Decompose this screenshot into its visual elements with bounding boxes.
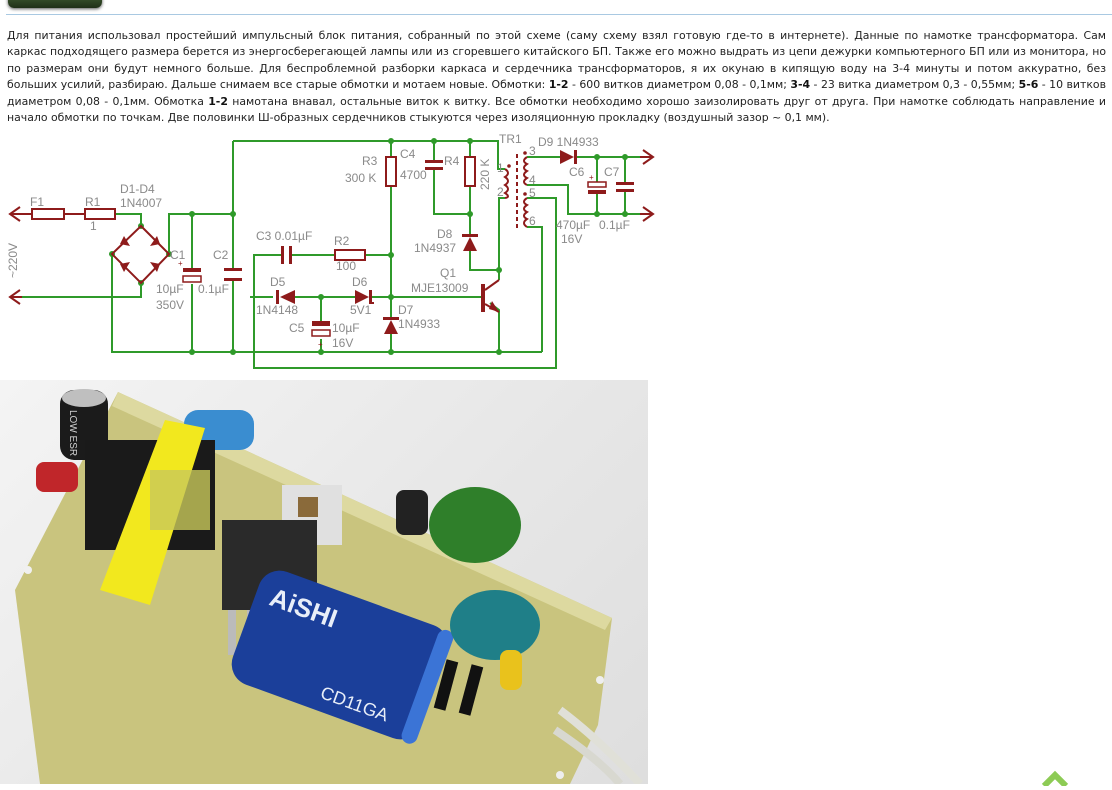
- main-electrolytic-capacitor: AiSHI CD11GA: [231, 570, 454, 744]
- resistor-r4: [464, 156, 476, 187]
- text-run: Для питания использовал простейший импул…: [7, 29, 1106, 92]
- winding-number: 1-2: [208, 94, 228, 108]
- label-c5: C5: [289, 321, 305, 335]
- label-q1-value: MJE13009: [411, 281, 469, 295]
- label-r2: R2: [334, 234, 350, 248]
- label-c4-value: 4700: [400, 168, 427, 182]
- divider: [6, 14, 1112, 15]
- label-c1: C1: [170, 248, 186, 262]
- label-c2-value: 0.1µF: [198, 282, 229, 296]
- label-pin1: 1: [497, 161, 504, 175]
- label-c5-voltage: 16V: [332, 336, 353, 350]
- label-d8-value: 1N4937: [414, 241, 456, 255]
- svg-text:+: +: [318, 340, 323, 349]
- label-c2: C2: [213, 248, 229, 262]
- label-d6-value: 5V1: [350, 303, 372, 317]
- diode-d5: [276, 290, 295, 304]
- resistor-r1: [84, 208, 116, 220]
- red-capacitor: [36, 462, 78, 492]
- label-r2-value: 100: [336, 259, 356, 273]
- transformer-tr1: [503, 151, 529, 228]
- schematic-labels: F1 R1 1 D1-D4 1N4007 ~220V C1 10µF 350V …: [6, 132, 630, 350]
- capacitor-c3: [281, 246, 292, 264]
- label-d5: D5: [270, 275, 286, 289]
- transistor-q1: [481, 279, 500, 313]
- svg-text:+: +: [589, 173, 594, 182]
- circuit-schematic: + + + F1 R1 1 D1-D4 1N4007 ~220V C1 10µF…: [6, 132, 655, 369]
- diode-d9: [560, 150, 577, 164]
- article-paragraph: Для питания использовал простейший импул…: [7, 28, 1106, 126]
- capacitor-c1: +: [178, 259, 202, 283]
- fuse-f1: [31, 208, 65, 220]
- winding-number: 1-2: [548, 78, 569, 92]
- label-tr1: TR1: [499, 132, 522, 146]
- diode-bridge: [110, 224, 171, 285]
- label-d5-value: 1N4148: [256, 303, 298, 317]
- junction-dots: [109, 138, 628, 355]
- label-c4: C4: [400, 147, 416, 161]
- text-run: - 600 витков диаметром 0,08 - 0,1мм;: [568, 78, 791, 92]
- header-button[interactable]: [8, 0, 102, 8]
- text-run: - 10 витков диаметром 0,08 - 0,1мм. Обмо…: [7, 78, 1106, 108]
- label-c5-value: 10µF: [332, 321, 360, 335]
- capacitor-c6: +: [587, 173, 607, 194]
- chevron-up-icon: [1041, 770, 1069, 789]
- label-pin2: 2: [497, 185, 504, 199]
- label-d6: D6: [352, 275, 368, 289]
- label-r4-value: 220 K: [478, 159, 492, 190]
- text-run: намотана внавал, остальные виток к витку…: [7, 94, 1106, 125]
- label-r3-value: 300 K: [345, 171, 376, 185]
- label-d1d4-value: 1N4007: [120, 196, 162, 210]
- terminal-arrows: [8, 149, 655, 305]
- winding-number: 3-4: [790, 78, 811, 92]
- teal-capacitor: [450, 590, 540, 660]
- label-r1: R1: [85, 195, 101, 209]
- label-pin5: 5: [529, 186, 536, 200]
- label-d8: D8: [437, 227, 453, 241]
- label-d1d4: D1-D4: [120, 182, 155, 196]
- label-d7-value: 1N4933: [398, 317, 440, 331]
- label-r1-value: 1: [90, 219, 97, 233]
- label-c7: C7: [604, 165, 620, 179]
- yellow-capacitor: [500, 650, 522, 690]
- label-pin4: 4: [529, 173, 536, 187]
- label-d7: D7: [398, 303, 414, 317]
- label-c6: C6: [569, 165, 585, 179]
- wires: [20, 140, 640, 369]
- label-c7-value: 0.1µF: [599, 218, 630, 232]
- winding-number: 5-6: [1018, 78, 1039, 92]
- small-capacitor-text: LOW ESR: [67, 410, 78, 456]
- label-c6-value: 470µF: [556, 218, 590, 232]
- diode-d6: [355, 290, 374, 304]
- label-r3: R3: [362, 154, 378, 168]
- pcb-photo: AiSHI CD11GA LOW ESR: [0, 380, 648, 784]
- pcb-photo-image: AiSHI CD11GA LOW ESR: [15, 389, 643, 784]
- label-c1-voltage: 350V: [156, 298, 184, 312]
- label-mains: ~220V: [6, 243, 20, 278]
- capacitor-c2: [224, 268, 242, 281]
- diode-d8: [462, 234, 478, 251]
- diode-d7: [383, 317, 399, 334]
- resistor-r2: [334, 249, 366, 261]
- label-pin6: 6: [529, 214, 536, 228]
- green-capacitor: [429, 487, 521, 563]
- small-capacitor: [396, 490, 428, 535]
- label-r4: R4: [444, 154, 460, 168]
- label-f1: F1: [30, 195, 44, 209]
- scroll-to-top-button[interactable]: [1040, 766, 1070, 789]
- text-run: - 23 витка диаметром 0,3 - 0,55мм;: [810, 78, 1019, 92]
- label-d9: D9 1N4933: [538, 135, 599, 149]
- label-c1-value: 10µF: [156, 282, 184, 296]
- capacitor-c5: +: [311, 321, 331, 349]
- label-c3: C3 0.01µF: [256, 229, 312, 243]
- label-pin3: 3: [529, 144, 536, 158]
- label-c6-voltage: 16V: [561, 232, 582, 246]
- label-q1: Q1: [440, 266, 456, 280]
- capacitor-c4: [425, 160, 443, 170]
- svg-text:+: +: [178, 259, 183, 268]
- capacitor-c7: [616, 182, 634, 192]
- resistor-r3: [385, 156, 397, 187]
